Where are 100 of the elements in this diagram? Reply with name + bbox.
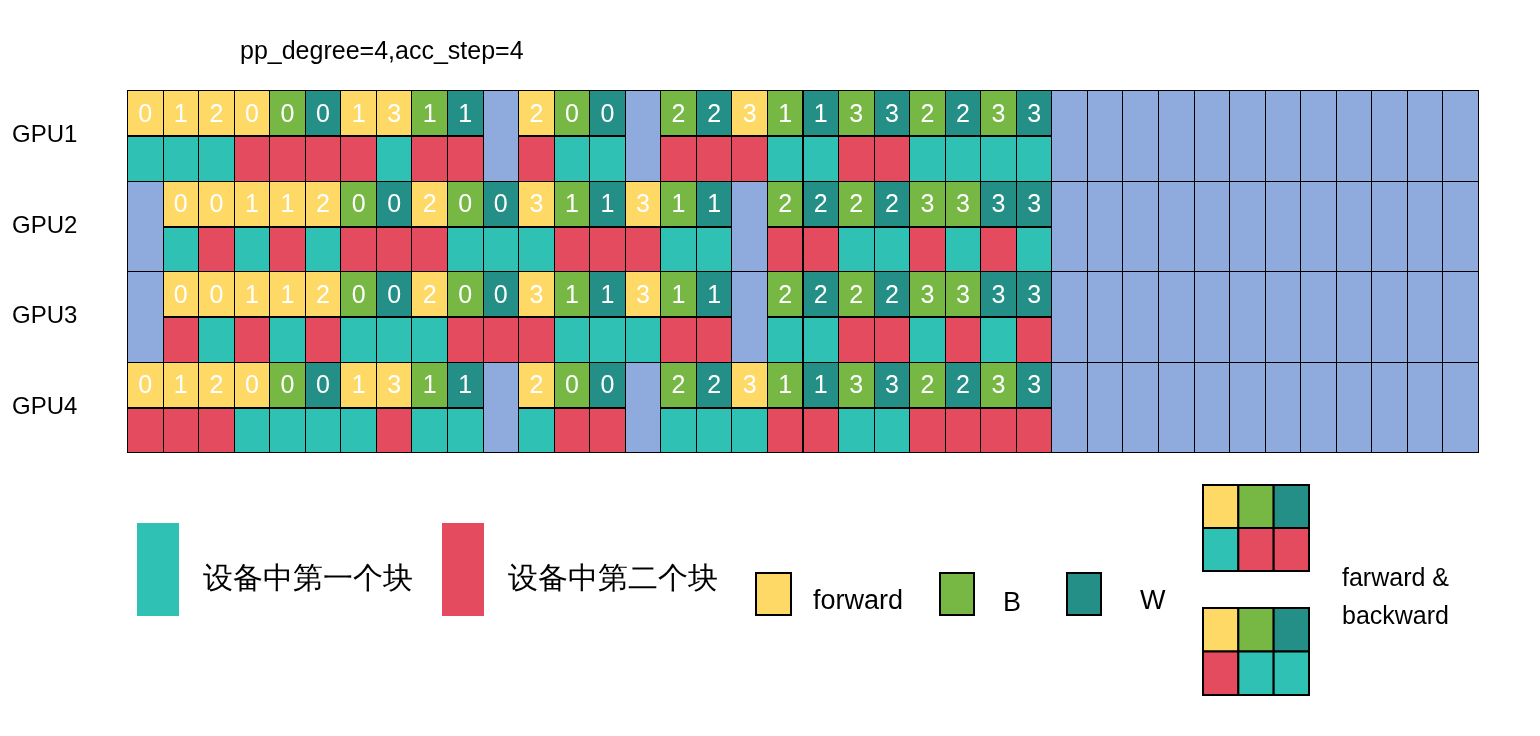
micro-batch-cell: 3 bbox=[910, 272, 945, 319]
micro-batch-cell: 1 bbox=[803, 91, 839, 138]
chart-title: pp_degree=4,acc_step=4 bbox=[240, 36, 524, 65]
idle-slot bbox=[1229, 180, 1266, 272]
task-block bbox=[980, 90, 1017, 182]
idle-slot bbox=[1051, 271, 1088, 363]
idle-slot bbox=[1300, 90, 1337, 182]
micro-batch-cell: 0 bbox=[234, 91, 270, 138]
task-block bbox=[980, 361, 1017, 453]
micro-batch-cell: 0 bbox=[341, 181, 376, 228]
micro-batch-cell: 1 bbox=[554, 272, 590, 319]
idle-slot bbox=[1122, 271, 1159, 363]
micro-batch-cell: 0 bbox=[270, 91, 305, 138]
micro-batch-cell: 2 bbox=[412, 181, 447, 228]
idle-slot bbox=[1122, 90, 1159, 182]
task-block bbox=[518, 361, 555, 453]
micro-batch-cell: 1 bbox=[803, 362, 839, 409]
task-block bbox=[660, 180, 697, 272]
task-block bbox=[731, 361, 768, 453]
idle-slot bbox=[1158, 90, 1195, 182]
idle-slot bbox=[1371, 271, 1408, 363]
micro-batch-cell: 3 bbox=[376, 91, 412, 138]
micro-batch-cell: 2 bbox=[519, 362, 554, 409]
idle-slot bbox=[1122, 361, 1159, 453]
micro-batch-cell: 1 bbox=[696, 272, 732, 319]
task-block bbox=[660, 90, 697, 182]
micro-batch-cell: 3 bbox=[519, 181, 554, 228]
task-block bbox=[589, 180, 626, 272]
micro-batch-cell: 1 bbox=[341, 362, 376, 409]
micro-batch-cell: 2 bbox=[839, 272, 874, 319]
task-block bbox=[411, 271, 448, 363]
micro-batch-cell: 2 bbox=[305, 181, 341, 228]
legend-label: B bbox=[1003, 585, 1021, 619]
micro-batch-cell: 3 bbox=[1016, 181, 1052, 228]
task-block bbox=[340, 180, 377, 272]
micro-batch-cell: 0 bbox=[199, 181, 234, 228]
micro-batch-cell: 0 bbox=[376, 272, 412, 319]
micro-batch-cell: 3 bbox=[1016, 272, 1052, 319]
micro-batch-cell: 3 bbox=[519, 272, 554, 319]
task-block bbox=[766, 361, 804, 453]
task-block bbox=[589, 271, 626, 363]
micro-batch-cell: 3 bbox=[981, 181, 1016, 228]
idle-slot bbox=[1122, 180, 1159, 272]
task-block bbox=[269, 180, 306, 272]
task-block bbox=[269, 361, 306, 453]
micro-batch-cell: 2 bbox=[696, 362, 732, 409]
task-block bbox=[198, 180, 235, 272]
task-block bbox=[980, 271, 1017, 363]
legend-label: farward & backward bbox=[1342, 562, 1450, 631]
task-block bbox=[518, 180, 555, 272]
task-block bbox=[340, 271, 377, 363]
task-block bbox=[660, 361, 697, 453]
micro-batch-cell: 2 bbox=[803, 272, 839, 319]
idle-slot bbox=[1371, 180, 1408, 272]
micro-batch-cell: 3 bbox=[732, 362, 767, 409]
task-block bbox=[589, 361, 626, 453]
task-block bbox=[838, 271, 875, 363]
micro-batch-cell: 1 bbox=[163, 91, 199, 138]
idle-slot bbox=[127, 271, 164, 363]
task-block bbox=[198, 271, 235, 363]
micro-batch-cell: 2 bbox=[874, 181, 910, 228]
task-block bbox=[127, 361, 164, 453]
micro-batch-cell: 3 bbox=[874, 91, 910, 138]
micro-batch-cell: 2 bbox=[910, 91, 945, 138]
task-block bbox=[766, 180, 804, 272]
task-block bbox=[411, 90, 448, 182]
micro-batch-cell: 2 bbox=[874, 272, 910, 319]
micro-batch-cell: 1 bbox=[412, 91, 447, 138]
micro-batch-cell: 0 bbox=[341, 272, 376, 319]
row-label: GPU3 bbox=[12, 301, 78, 330]
micro-batch-cell: 2 bbox=[910, 362, 945, 409]
idle-slot bbox=[1229, 90, 1266, 182]
micro-batch-cell: 3 bbox=[1016, 362, 1052, 409]
micro-batch-cell: 3 bbox=[1016, 91, 1052, 138]
micro-batch-cell: 2 bbox=[839, 181, 874, 228]
micro-batch-cell: 2 bbox=[945, 362, 981, 409]
micro-batch-cell: 3 bbox=[874, 362, 910, 409]
micro-batch-cell: 0 bbox=[376, 181, 412, 228]
task-block bbox=[660, 271, 697, 363]
micro-batch-cell: 2 bbox=[696, 91, 732, 138]
task-block bbox=[731, 90, 768, 182]
micro-batch-cell: 1 bbox=[661, 181, 696, 228]
micro-batch-cell: 1 bbox=[767, 91, 803, 138]
legend-label: 设备中第二个块 bbox=[508, 560, 718, 596]
micro-batch-cell: 2 bbox=[767, 181, 803, 228]
task-block bbox=[838, 180, 875, 272]
micro-batch-cell: 0 bbox=[128, 91, 163, 138]
micro-batch-cell: 0 bbox=[305, 91, 341, 138]
task-block bbox=[980, 180, 1017, 272]
micro-batch-cell: 3 bbox=[910, 181, 945, 228]
micro-batch-cell: 3 bbox=[945, 272, 981, 319]
task-block bbox=[518, 271, 555, 363]
micro-batch-cell: 0 bbox=[447, 272, 483, 319]
idle-slot bbox=[1442, 90, 1479, 182]
task-block bbox=[411, 361, 448, 453]
micro-batch-cell: 1 bbox=[767, 362, 803, 409]
micro-batch-cell: 0 bbox=[483, 272, 519, 319]
idle-slot bbox=[1158, 180, 1195, 272]
idle-slot bbox=[1158, 361, 1195, 453]
micro-batch-cell: 2 bbox=[305, 272, 341, 319]
